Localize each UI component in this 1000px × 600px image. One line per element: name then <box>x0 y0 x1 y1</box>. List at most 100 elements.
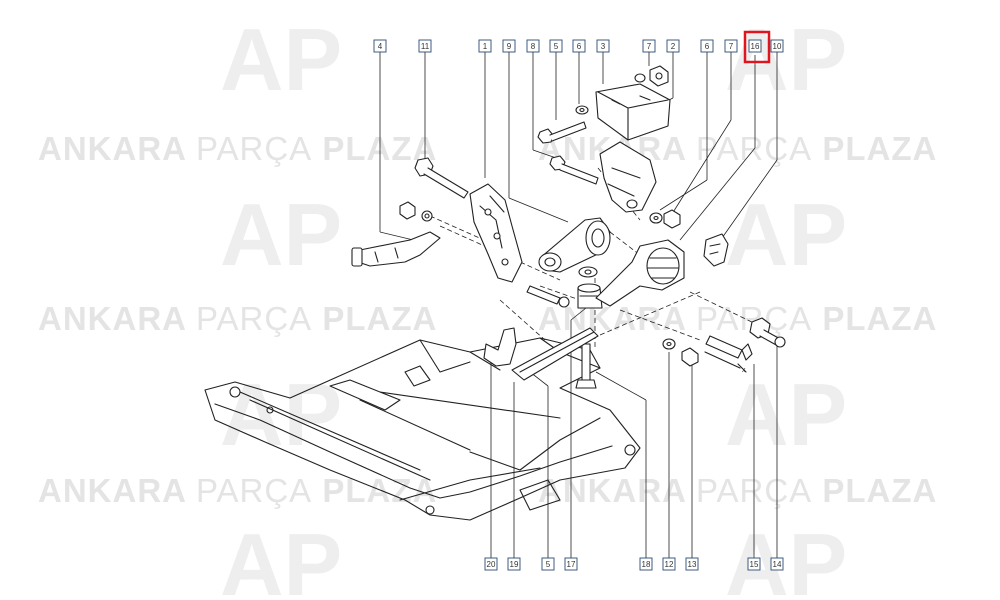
callout-box <box>639 557 653 571</box>
callout-number: 8 <box>531 42 536 51</box>
top-callout-5: 5 <box>549 39 563 53</box>
callout-box <box>549 39 563 53</box>
top-callout-6: 6 <box>700 39 714 53</box>
bottom-callout-13: 13 <box>685 557 699 571</box>
top-callout-3: 3 <box>596 39 610 53</box>
svg-text:ANKARA PARÇA PLAZA: ANKARA PARÇA PLAZA <box>538 472 937 509</box>
link-washer <box>578 266 598 278</box>
callout-number: 20 <box>487 560 496 569</box>
callout-box <box>572 39 586 53</box>
callout-box <box>747 557 761 571</box>
callout-number: 16 <box>751 42 760 51</box>
callout-number: 14 <box>773 560 782 569</box>
top-callout-7: 7 <box>724 39 738 53</box>
svg-text:ANKARA PARÇA PLAZA: ANKARA PARÇA PLAZA <box>38 300 437 337</box>
top-callout-2: 2 <box>666 39 680 53</box>
lower-bolt <box>526 285 570 308</box>
callout-box <box>662 557 676 571</box>
callout-number: 12 <box>665 560 674 569</box>
part-18-bolt <box>575 343 597 389</box>
callout-box <box>541 557 555 571</box>
callout-box <box>596 39 610 53</box>
part-6-washer <box>575 105 589 115</box>
top-callout-4: 4 <box>373 39 387 53</box>
callout-number: 7 <box>647 42 652 51</box>
part-19-link-plate <box>511 327 599 381</box>
svg-text:ANKARA PARÇA PLAZA: ANKARA PARÇA PLAZA <box>38 130 437 167</box>
bottom-callout-14: 14 <box>770 557 784 571</box>
top-callout-9: 9 <box>502 39 516 53</box>
svg-text:x: x <box>742 367 746 374</box>
svg-text:ANKARA PARÇA PLAZA: ANKARA PARÇA PLAZA <box>538 300 937 337</box>
bottom-callout-15: 15 <box>747 557 761 571</box>
callout-number: 7 <box>729 42 734 51</box>
callout-box <box>685 557 699 571</box>
callout-number: 5 <box>546 560 551 569</box>
callout-number: 10 <box>773 42 782 51</box>
bottom-callout-18: 18 <box>639 557 653 571</box>
callout-box <box>418 39 432 53</box>
top-callout-11: 11 <box>418 39 432 53</box>
part-13-nut <box>681 347 699 367</box>
callout-box <box>484 557 498 571</box>
watermark-logo: AP AP AP AP AP AP AP AP <box>220 10 847 600</box>
bottom-callout-17: 17 <box>564 557 578 571</box>
svg-text:AP: AP <box>725 515 847 600</box>
callout-box <box>526 39 540 53</box>
callout-number: 3 <box>601 42 606 51</box>
svg-text:AP: AP <box>725 185 847 284</box>
part-12-washer <box>662 338 676 350</box>
svg-text:AP: AP <box>220 365 342 464</box>
callout-number: 11 <box>421 42 430 51</box>
svg-text:AP: AP <box>220 10 342 109</box>
callout-box <box>700 39 714 53</box>
callout-number: 9 <box>507 42 512 51</box>
part-7-nut <box>634 65 669 87</box>
part-16-torque-arm <box>595 239 685 307</box>
part-9-torque-link <box>538 217 611 273</box>
part-10-rubber-stop <box>703 233 729 267</box>
part-14-bolt <box>749 317 786 348</box>
bottom-callout-19: 19 <box>507 557 521 571</box>
part-3-upper-bracket <box>595 83 671 141</box>
part-15-bolt: x <box>704 335 753 374</box>
callout-box <box>724 39 738 53</box>
highlight-box <box>743 30 771 64</box>
callout-number: 19 <box>510 560 519 569</box>
top-callout-6: 6 <box>572 39 586 53</box>
svg-text:AP: AP <box>220 515 342 600</box>
callout-number: 18 <box>642 560 651 569</box>
callout-number: 15 <box>750 560 759 569</box>
bottom-callout-5: 5 <box>541 557 555 571</box>
part-17-bush <box>577 283 603 309</box>
callout-number: 6 <box>577 42 582 51</box>
callout-number: 2 <box>671 42 676 51</box>
bottom-callout-12: 12 <box>662 557 676 571</box>
part-8-bolt <box>549 155 599 185</box>
callout-number: 17 <box>567 560 576 569</box>
callout-number: 1 <box>483 42 488 51</box>
top-callout-16: 16 <box>748 39 762 53</box>
part-4-torque-rod <box>351 231 441 267</box>
callout-number: 13 <box>688 560 697 569</box>
part-7-right-nut <box>663 209 681 229</box>
part-6-right-washer <box>649 212 663 224</box>
top-callout-7: 7 <box>642 39 656 53</box>
callout-box <box>564 557 578 571</box>
svg-text:ANKARA PARÇA PLAZA: ANKARA PARÇA PLAZA <box>38 472 437 509</box>
callout-box <box>666 39 680 53</box>
part-20-bracket <box>483 327 517 367</box>
callout-number: 6 <box>705 42 710 51</box>
svg-text:AP: AP <box>725 365 847 464</box>
callout-number: 5 <box>554 42 559 51</box>
callout-box <box>770 39 784 53</box>
part-5-bolt <box>537 121 587 144</box>
svg-text:ANKARA PARÇA PLAZA: ANKARA PARÇA PLAZA <box>538 130 937 167</box>
watermark-brand-text: ANKARA PARÇA PLAZA ANKARA PARÇA PLAZA AN… <box>38 130 937 509</box>
callout-box <box>507 557 521 571</box>
callouts-bottom: 20 19 5 17 18 12 13 15 14 <box>484 557 784 571</box>
svg-text:AP: AP <box>220 185 342 284</box>
part-1-bracket <box>469 183 523 283</box>
